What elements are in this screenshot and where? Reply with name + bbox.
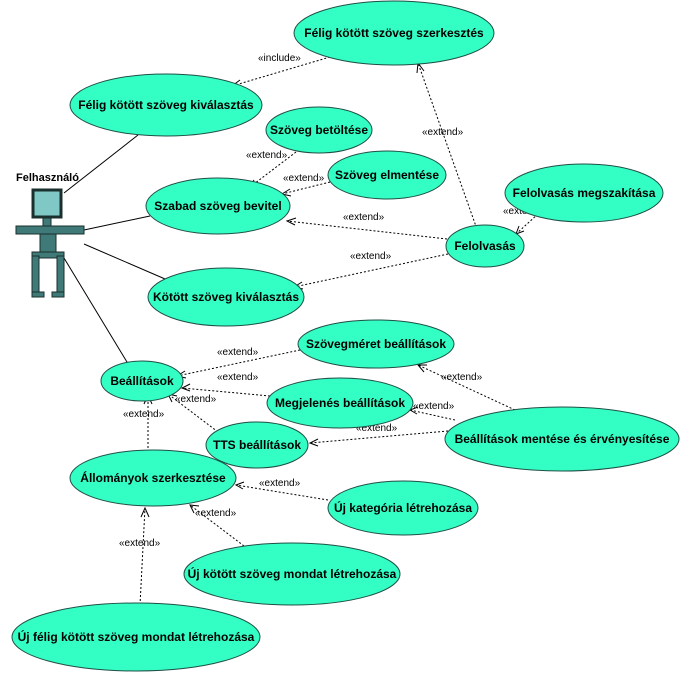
usecase-beallitasok-mentese[interactable]: Beállítások mentése és érvényesítése <box>444 406 680 472</box>
assoc-szabad <box>83 215 151 231</box>
label-extend: «extend» <box>413 401 455 412</box>
dep-extend-ment-szovegmeret <box>417 364 516 411</box>
usecase-szoveg-elmentes[interactable]: Szöveg elmentése <box>327 150 447 200</box>
usecase-label: Kötött szöveg kiválasztás <box>153 290 299 304</box>
label-extend: «extend» <box>175 394 217 405</box>
label-extend: «extend» <box>246 150 288 161</box>
usecase-felolvasas-megszakitasa[interactable]: Felolvasás megszakítása <box>504 163 664 223</box>
usecase-megjelenes[interactable]: Megjelenés beállítások <box>266 377 414 429</box>
usecase-uj-kotott-mondat[interactable]: Új kötött szöveg mondat létrehozása <box>183 542 401 606</box>
arrowhead <box>234 481 245 490</box>
label-extend: «extend» <box>259 478 301 489</box>
label-include: «include» <box>258 53 301 64</box>
label-extend: «extend» <box>422 127 464 138</box>
usecase-label: Felolvasás megszakítása <box>513 186 656 200</box>
usecase-kotott-kival[interactable]: Kötött szöveg kiválasztás <box>147 267 305 327</box>
usecase-label: Új kategória létrehozása <box>334 500 472 515</box>
usecase-label: Félig kötött szöveg kiválasztás <box>78 98 254 112</box>
associations <box>63 134 173 368</box>
usecase-label: Felolvasás <box>454 239 516 253</box>
arrowhead <box>180 383 191 392</box>
label-extend: «extend» <box>283 173 325 184</box>
usecase-label: Szövegméret beállítások <box>306 337 446 351</box>
usecase-label: TTS beállítások <box>213 438 301 452</box>
usecase-felig-kival[interactable]: Félig kötött szöveg kiválasztás <box>69 73 263 137</box>
arrowhead <box>416 364 427 373</box>
label-extend: «extend» <box>119 538 161 549</box>
label-extend: «extend» <box>356 423 398 434</box>
usecase-label: Szabad szöveg bevitel <box>154 199 281 213</box>
dep-extend-felolv-felig <box>417 62 479 233</box>
label-extend: «extend» <box>123 409 165 420</box>
usecase-label: Szöveg elmentése <box>335 168 439 182</box>
dep-extend-ment-tts <box>309 430 449 444</box>
usecase-label: Szöveg betöltése <box>270 123 368 137</box>
arrowhead <box>140 506 150 518</box>
usecase-label: Megjelenés beállítások <box>275 396 405 410</box>
dep-extend-szovegmeret <box>176 349 301 377</box>
actor-name: Felhasználó <box>16 172 79 184</box>
usecase-label: Beállítások <box>110 374 174 388</box>
usecase-szabad-bevitel[interactable]: Szabad szöveg bevitel <box>145 177 291 235</box>
dep-extend-betolt <box>249 151 297 188</box>
dep-extend-elment <box>281 181 331 195</box>
usecase-label: Új félig kötött szöveg mondat létrehozás… <box>18 629 255 644</box>
dep-extend-megsz <box>515 213 539 235</box>
actor-felhasznalo[interactable]: Felhasználó <box>15 172 85 298</box>
label-extend: «extend» <box>217 347 259 358</box>
stick-figure-icon <box>15 188 85 298</box>
label-extend: «extend» <box>441 372 483 383</box>
usecase-label: Félig kötött szöveg szerkesztés <box>304 26 484 40</box>
dep-extend-ujkotott <box>189 504 245 547</box>
usecase-uj-kategoria[interactable]: Új kategória létrehozása <box>327 480 479 536</box>
usecase-szoveg-betoltes[interactable]: Szöveg betöltése <box>265 106 373 154</box>
label-extend: «extend» <box>343 212 385 223</box>
dep-include <box>231 56 331 87</box>
dep-extend-ujkat <box>235 484 329 501</box>
usecase-beallitasok[interactable]: Beállítások <box>100 360 184 402</box>
assoc-kotott-kival <box>83 243 173 283</box>
usecase-label: Új kötött szöveg mondat létrehozása <box>188 566 397 581</box>
label-extend: «extend» <box>217 372 259 383</box>
arrowhead <box>189 504 200 514</box>
dep-extend-ujfelig <box>139 507 146 606</box>
label-extend: «extend» <box>195 508 237 519</box>
assoc-beallitasok <box>63 257 131 368</box>
arrowhead <box>285 217 297 226</box>
assoc-felig-kival <box>63 134 139 194</box>
usecase-szovegmeret[interactable]: Szövegméret beállítások <box>297 319 455 369</box>
arrowhead <box>308 438 319 447</box>
usecase-label: Beállítások mentése és érvényesítése <box>455 432 670 446</box>
dep-extend-tts <box>167 393 219 433</box>
usecase-felolvasas[interactable]: Felolvasás <box>445 224 525 268</box>
usecase-felig-szerk[interactable]: Félig kötött szöveg szerkesztés <box>293 0 495 66</box>
dep-extend-felolv-szabad <box>286 220 448 240</box>
usecase-allomanyok[interactable]: Állományok szerkesztése <box>69 449 237 507</box>
usecase-tts[interactable]: TTS beállítások <box>205 421 309 469</box>
dep-extend-megjelenes <box>181 387 271 397</box>
usecase-uj-felig-mondat[interactable]: Új félig kötött szöveg mondat létrehozás… <box>11 602 261 672</box>
label-extend: «extend» <box>350 251 392 262</box>
usecase-label: Állományok szerkesztése <box>80 470 226 485</box>
